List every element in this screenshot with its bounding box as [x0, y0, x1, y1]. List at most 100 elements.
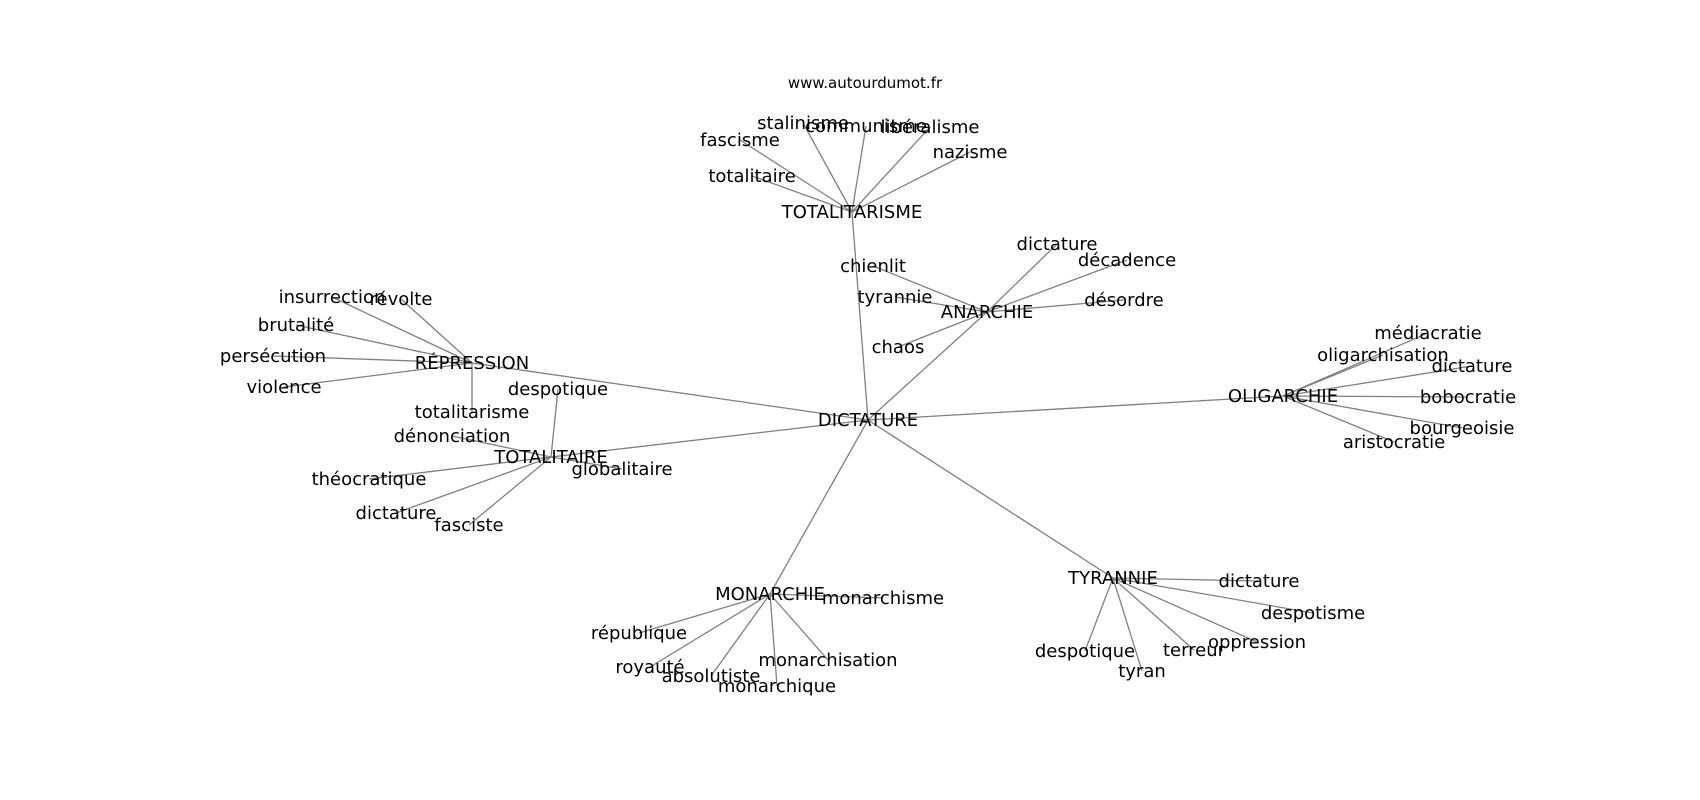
edge-center-hub [769, 419, 869, 595]
word-label: globalitaire [571, 459, 672, 480]
edge-hub-word [897, 311, 988, 348]
edge-hub-word [1112, 577, 1260, 582]
word-label: dénonciation [394, 426, 511, 447]
hub-label: ANARCHIE [941, 302, 1034, 323]
word-label: oligarchisation [1317, 345, 1449, 366]
word-label: monarchisation [758, 650, 897, 671]
word-label: chienlit [840, 256, 906, 277]
word-label: royauté [615, 657, 684, 678]
source-url: www.autourdumot.fr [788, 74, 943, 92]
edge-hub-word [986, 259, 1128, 313]
word-label: dictature [356, 503, 437, 524]
hub-label: RÉPRESSION [415, 352, 529, 374]
edge-hub-word [368, 456, 552, 480]
word-label: monarchisme [822, 588, 944, 609]
edge-hub-word [986, 243, 1058, 313]
edge-hub-word [769, 593, 778, 687]
edge-hub-word [739, 139, 853, 213]
word-label: totalitaire [708, 166, 795, 187]
hub-label: TOTALITARISME [781, 202, 922, 223]
edge-hub-word [769, 593, 884, 599]
hub-label: OLIGARCHIE [1228, 386, 1338, 407]
word-label: brutalité [258, 315, 334, 336]
word-label: insurrection [279, 287, 386, 308]
edge-center-hub [851, 211, 869, 421]
word-label: stalinisme [757, 113, 849, 134]
word-label: aristocratie [1343, 432, 1445, 453]
word-label: despotisme [1261, 603, 1365, 624]
word-label: fasciste [434, 515, 503, 536]
edge-hub-word [986, 299, 1125, 313]
edge-hub-word [1084, 577, 1114, 652]
hub-label: TOTALITAIRE [493, 447, 608, 468]
edge-hub-word [272, 355, 473, 364]
edge-hub-word [1282, 395, 1463, 429]
word-label: décadence [1078, 250, 1176, 271]
edge-center-hub [867, 395, 1284, 421]
hub-label: MONARCHIE [715, 584, 825, 605]
edge-hub-word [331, 296, 473, 364]
edge-hub-word [550, 388, 559, 458]
word-label: théocratique [312, 469, 427, 490]
edge-center-hub [867, 419, 1114, 579]
edge-hub-word [451, 435, 552, 458]
edges [272, 122, 1473, 687]
word-label: communisme [805, 116, 927, 137]
word-label: tyrannie [857, 287, 932, 308]
word-label: bobocratie [1420, 387, 1516, 408]
edge-center-hub [471, 362, 869, 421]
word-label: persécution [220, 346, 326, 367]
word-label: médiacratie [1374, 323, 1482, 344]
edge-hub-word [283, 362, 473, 388]
edge-hub-word [1282, 395, 1469, 398]
word-label: monarchique [718, 676, 836, 697]
edge-hub-word [1112, 577, 1143, 672]
word-label: fascisme [700, 130, 780, 151]
edge-hub-word [395, 456, 552, 514]
word-label: révolte [370, 289, 433, 310]
word-label: dictature [1432, 356, 1513, 377]
edge-hub-word [1112, 577, 1258, 643]
word-label: dictature [1219, 571, 1300, 592]
edge-hub-word [851, 126, 931, 213]
edge-hub-word [468, 456, 552, 526]
word-label: violence [246, 377, 321, 398]
edge-hub-word [751, 175, 853, 213]
edge-hub-word [769, 593, 829, 661]
edge-center-hub [550, 419, 869, 458]
word-label: totalitarisme [415, 402, 530, 423]
word-label: despotique [1035, 641, 1135, 662]
word-label: bourgeoisie [1410, 418, 1515, 439]
center-label: DICTATURE [818, 410, 918, 431]
word-label: désordre [1084, 290, 1163, 311]
edge-center-hub [867, 311, 988, 421]
word-label: nazisme [933, 142, 1008, 163]
word-label: oppression [1208, 632, 1306, 653]
word-label: république [591, 623, 687, 644]
word-label: absolutiste [662, 666, 761, 687]
word-label: despotique [508, 379, 608, 400]
word-label: libéralisme [881, 117, 980, 138]
edge-hub-word [710, 593, 771, 677]
edge-hub-word [550, 456, 623, 470]
edge-hub-word [851, 125, 867, 213]
edge-hub-word [851, 151, 971, 213]
hub-label: TYRANNIE [1067, 568, 1158, 589]
edge-hub-word [1282, 354, 1384, 397]
word-label: tyran [1118, 661, 1166, 682]
word-label: chaos [872, 337, 925, 358]
edge-hub-word [1112, 577, 1195, 651]
edge-hub-word [295, 324, 473, 364]
edge-hub-word [872, 265, 988, 313]
edge-hub-word [649, 593, 771, 668]
edge-hub-word [1282, 365, 1473, 397]
word-label: terreur [1163, 640, 1226, 661]
edge-hub-word [1112, 577, 1314, 614]
edge-hub-word [638, 593, 771, 634]
edge-hub-word [802, 122, 853, 213]
edge-hub-word [1282, 395, 1395, 443]
word-label: dictature [1017, 234, 1098, 255]
edge-hub-word [894, 296, 988, 313]
